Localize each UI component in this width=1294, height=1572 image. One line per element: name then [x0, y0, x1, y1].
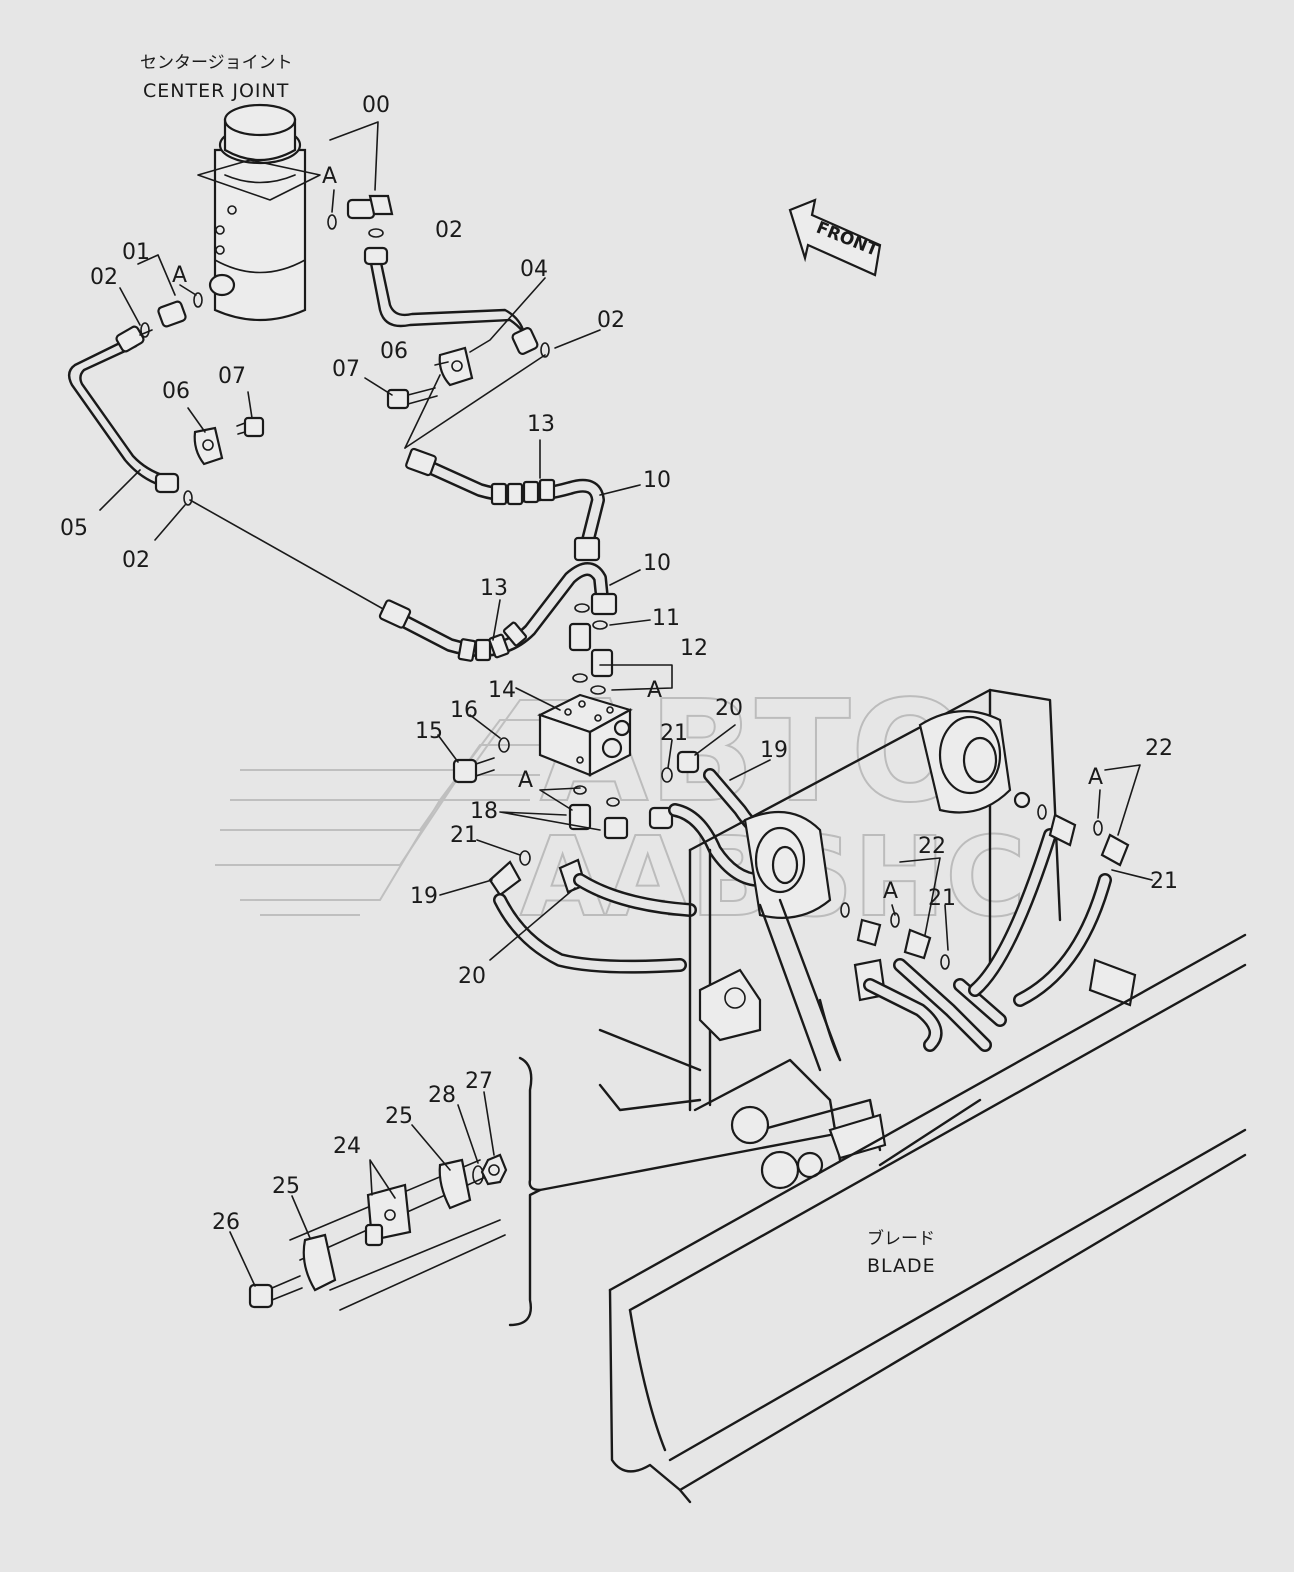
callout-15: 15	[415, 719, 443, 744]
pipe-05	[67, 325, 180, 494]
valve-block-14	[537, 693, 633, 777]
o-ring-12a	[572, 673, 588, 683]
callout-labels: 00 A 02 01 A 02 04 02 06 07 06 07 05 02 …	[60, 93, 1178, 1235]
connection-lines	[189, 354, 546, 611]
hose-13-lower	[378, 562, 618, 662]
bolt-15	[452, 757, 495, 784]
callout-07a: 07	[332, 357, 360, 382]
o-ring-11	[592, 620, 608, 630]
o-ring-21b	[661, 767, 673, 783]
callout-02c: 02	[597, 308, 625, 333]
clamp-detail	[248, 1056, 832, 1327]
callout-00: 00	[362, 93, 390, 118]
washer-16	[498, 737, 510, 753]
callout-21d: 21	[928, 886, 956, 911]
callout-02d: 02	[122, 548, 150, 573]
callout-02a: 02	[435, 218, 463, 243]
callout-20a: 20	[715, 696, 743, 721]
center-joint-title-jp: センタージョイント	[140, 53, 293, 73]
o-ring-a1	[327, 214, 337, 230]
callout-10b: 10	[643, 551, 671, 576]
front-arrow-icon: FRONT	[788, 198, 881, 277]
o-ring-02c	[540, 342, 550, 358]
callout-19a: 19	[760, 738, 788, 763]
callout-a5: A	[1088, 765, 1103, 790]
fitting-12-left	[568, 622, 592, 652]
bolt-07-lower	[236, 416, 265, 438]
callout-25b: 25	[272, 1174, 300, 1199]
callout-13b: 13	[480, 576, 508, 601]
callout-25a: 25	[385, 1104, 413, 1129]
callout-a3: A	[647, 678, 662, 703]
callout-06a: 06	[380, 339, 408, 364]
callout-21c: 21	[1150, 869, 1178, 894]
fitting-18-left	[568, 803, 592, 831]
o-ring-a4	[573, 785, 587, 795]
watermark-logo-stripes	[215, 699, 570, 916]
callout-05: 05	[60, 516, 88, 541]
blade-title-jp: ブレード	[867, 1228, 935, 1249]
callout-21a: 21	[660, 721, 688, 746]
callout-22b: 22	[918, 834, 946, 859]
fitting-00	[346, 194, 394, 220]
callout-07b: 07	[218, 364, 246, 389]
clamp-06-lower	[193, 426, 224, 466]
fitting-18-right	[603, 816, 629, 840]
callout-20b: 20	[458, 964, 486, 989]
callout-a6: A	[883, 879, 898, 904]
callout-27: 27	[465, 1069, 493, 1094]
callout-24: 24	[333, 1134, 361, 1159]
callout-14: 14	[488, 678, 516, 703]
callout-22a: 22	[1145, 736, 1173, 761]
callout-04: 04	[520, 257, 548, 282]
hose-13-upper	[405, 447, 605, 562]
o-ring-a3	[590, 685, 606, 695]
callout-06b: 06	[162, 379, 190, 404]
leader-lines	[99, 121, 1153, 1287]
o-ring-21a	[519, 850, 531, 866]
callout-13a: 13	[527, 412, 555, 437]
center-joint-title-en: CENTER JOINT	[143, 80, 289, 102]
callout-18: 18	[470, 799, 498, 824]
clamp-06-upper	[438, 346, 474, 387]
callout-02b: 02	[90, 265, 118, 290]
fitting-01	[139, 300, 187, 336]
pipe-04	[363, 246, 539, 355]
callout-a4: A	[518, 768, 533, 793]
o-ring-a2	[193, 292, 203, 308]
blade	[608, 933, 1247, 1504]
bolt-07-upper	[386, 387, 438, 410]
callout-26: 26	[212, 1210, 240, 1235]
callout-12: 12	[680, 636, 708, 661]
center-joint	[197, 103, 321, 322]
o-ring-02a	[368, 228, 384, 238]
callout-21b: 21	[450, 823, 478, 848]
titles: センタージョイント CENTER JOINT ブレード BLADE	[140, 53, 936, 1277]
callout-11: 11	[652, 606, 680, 631]
callout-10a: 10	[643, 468, 671, 493]
o-ring-lower	[606, 797, 620, 807]
callout-a2: A	[172, 263, 187, 288]
fitting-12-right	[590, 648, 614, 678]
o-ring-upper	[574, 603, 590, 613]
o-ring-02d	[183, 490, 193, 506]
blade-title-en: BLADE	[867, 1255, 936, 1277]
callout-a1: A	[322, 164, 337, 189]
callout-01: 01	[122, 240, 150, 265]
o-ring-02b	[140, 322, 150, 338]
callout-19b: 19	[410, 884, 438, 909]
callout-28: 28	[428, 1083, 456, 1108]
callout-16: 16	[450, 698, 478, 723]
frame-cylinders	[598, 688, 1137, 1190]
